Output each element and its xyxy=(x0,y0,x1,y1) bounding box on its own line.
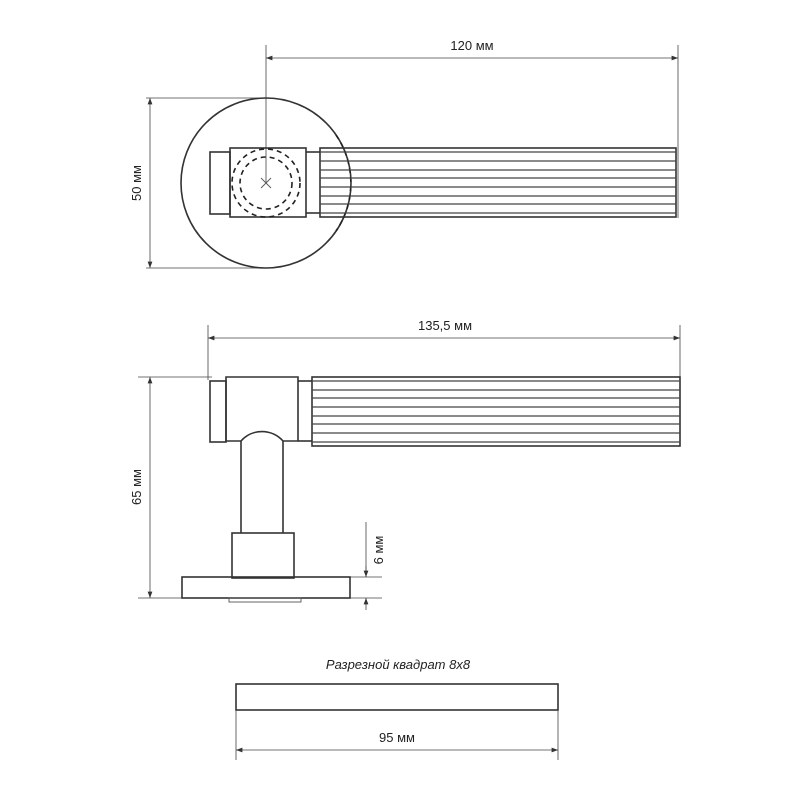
diameter-label: 50 мм xyxy=(129,165,144,201)
spindle-view: Разрезной квадрат 8x8 95 мм xyxy=(235,657,559,760)
center-mark-icon-2 xyxy=(260,177,272,189)
height-label: 65 мм xyxy=(129,469,144,505)
side-view: 135,5 мм 65 мм 6 мм xyxy=(129,318,681,610)
spindle-bar xyxy=(235,683,559,711)
spindle-caption: Разрезной квадрат 8x8 xyxy=(326,657,471,672)
square-housing xyxy=(229,147,307,218)
stem-collar xyxy=(231,532,295,579)
fluted-lever-top xyxy=(319,147,677,218)
hidden-inner-circle xyxy=(239,156,293,210)
side-length-label: 135,5 мм xyxy=(418,318,472,333)
hidden-outer-circle xyxy=(231,148,301,218)
rosette-base xyxy=(181,576,351,599)
back-cap xyxy=(209,151,231,215)
top-length-label: 120 мм xyxy=(450,38,493,53)
side-hub-body xyxy=(225,376,299,442)
hidden-rosette-arc xyxy=(335,134,352,232)
lever-grooves xyxy=(320,151,676,214)
side-back-cap xyxy=(209,380,227,443)
rosette-thickness-label: 6 мм xyxy=(371,536,386,565)
spindle-length-label: 95 мм xyxy=(379,730,415,745)
top-view: 120 мм 50 мм xyxy=(129,38,679,269)
side-lever-grooves xyxy=(312,380,680,443)
rosette-circle xyxy=(180,97,352,269)
fluted-lever-side xyxy=(311,376,681,447)
rosette-underside xyxy=(228,597,302,603)
